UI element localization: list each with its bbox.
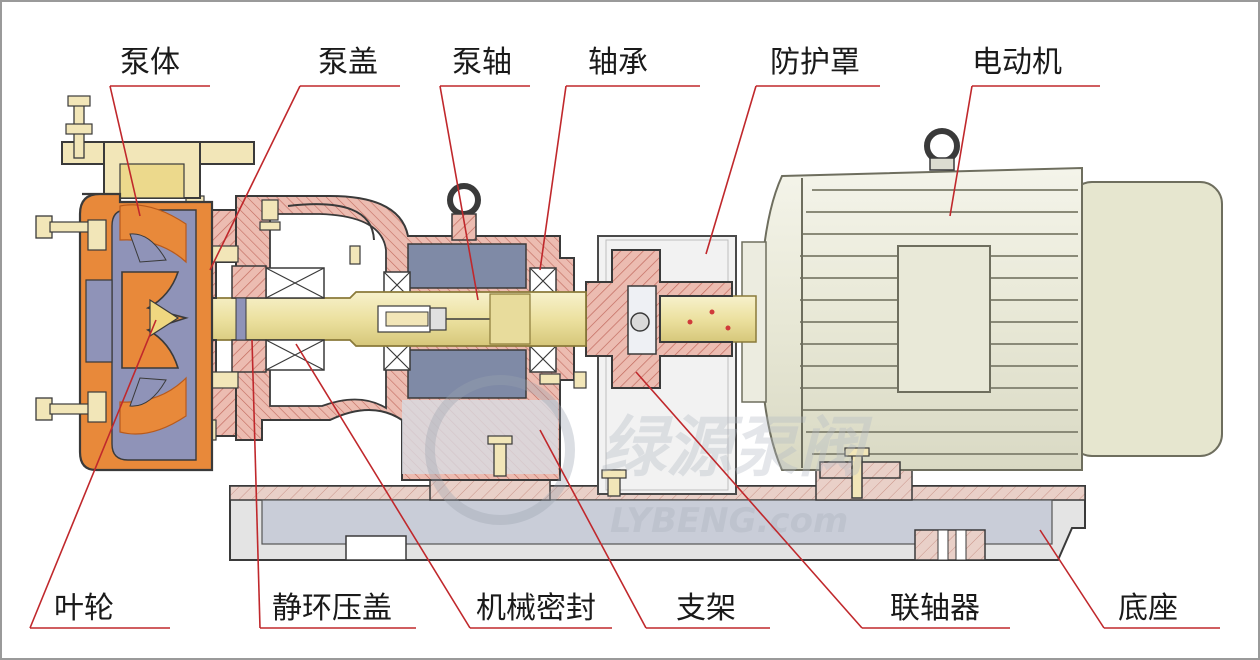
label-bearing: 轴承 (588, 45, 648, 80)
leader-seal-gland-diag (251, 339, 261, 629)
leader-pump-cover-diag (209, 85, 301, 271)
label-coupling: 联轴器 (890, 591, 980, 626)
leader-pump-shaft-diag (439, 85, 479, 301)
mechanical-seal (231, 265, 325, 373)
coupling (585, 249, 733, 389)
watermark-cn: 绿源泵阀 (600, 409, 873, 486)
label-motor: 电动机 (972, 45, 1062, 80)
leader-motor-diag (949, 85, 973, 217)
label-pump-shaft: 泵轴 (452, 45, 512, 80)
label-pump-body: 泵体 (120, 45, 180, 80)
label-guard: 防护罩 (770, 45, 860, 80)
label-impeller: 叶轮 (54, 591, 114, 626)
label-base: 底座 (1118, 591, 1178, 626)
label-bracket: 支架 (676, 591, 736, 626)
motor-body (741, 128, 1223, 499)
watermark-en: LYBENG.com (610, 501, 848, 541)
leader-mech-seal-diag (295, 343, 471, 629)
base-plate (229, 469, 1086, 561)
pump-body (35, 95, 255, 472)
callout-labels: 泵体 泵盖 泵轴 轴承 防护罩 电动机 叶轮 静环压盖 机械密封 支架 联轴器 … (54, 45, 1178, 626)
leader-bearing-diag (539, 85, 567, 271)
label-mech-seal: 机械密封 (476, 591, 596, 626)
leader-pump-body-diag (109, 85, 141, 217)
leader-coupling-diag (635, 371, 863, 629)
leader-lines (29, 85, 1220, 629)
leader-guard-diag (705, 85, 757, 255)
watermark: 绿源泵阀 LYBENG.com (425, 375, 873, 541)
pump-shaft (169, 291, 587, 347)
label-seal-gland: 静环压盖 (272, 591, 392, 626)
label-pump-cover: 泵盖 (318, 45, 378, 80)
leader-bracket-diag (539, 429, 647, 629)
leader-base-diag (1039, 529, 1105, 629)
leader-impeller-diag (29, 319, 157, 629)
